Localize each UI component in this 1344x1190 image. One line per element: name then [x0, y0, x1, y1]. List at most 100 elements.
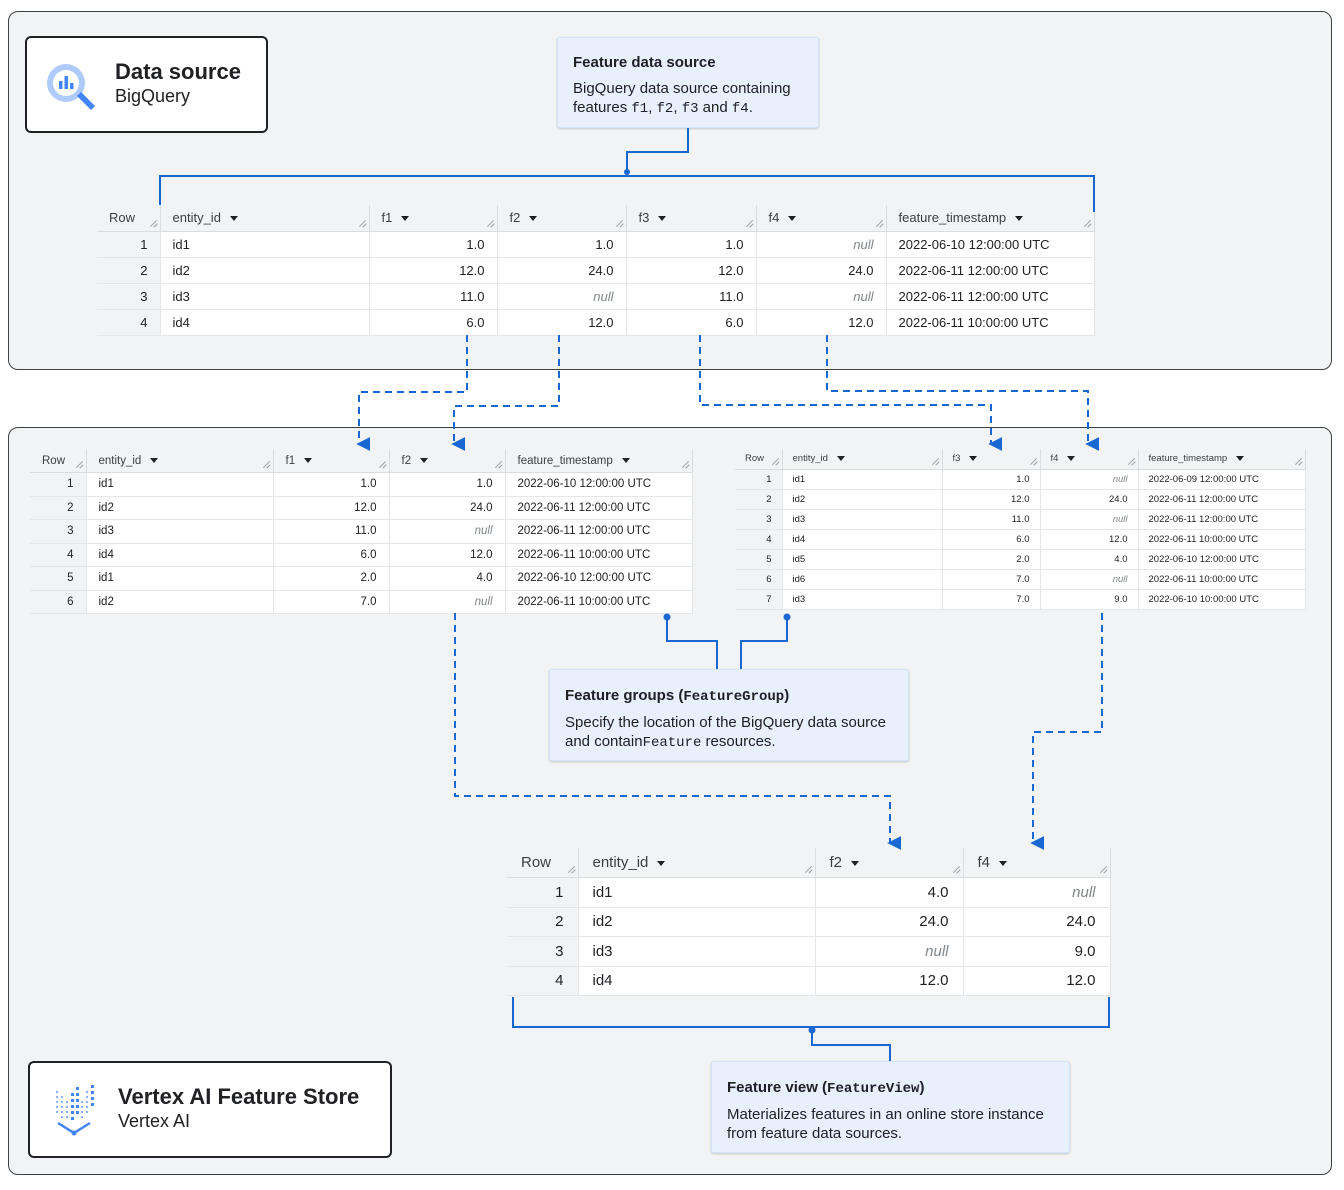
- cell-f2: null: [815, 936, 964, 967]
- sort-caret-icon[interactable]: [229, 216, 238, 222]
- cell-feature-timestamp: 2022-06-11 12:00:00 UTC: [1138, 509, 1306, 530]
- cell-entity-id: id3: [160, 283, 370, 310]
- column-header-feature-timestamp[interactable]: feature_timestamp: [886, 205, 1095, 232]
- sort-caret-icon[interactable]: [529, 216, 538, 222]
- cell-f1: 1.0: [273, 472, 390, 497]
- sort-caret-icon[interactable]: [969, 456, 978, 462]
- column-resize-handle-icon[interactable]: [1029, 458, 1037, 466]
- column-header-f1[interactable]: f1: [369, 205, 498, 232]
- column-resize-handle-icon[interactable]: [262, 461, 270, 469]
- sort-caret-icon[interactable]: [1067, 456, 1076, 462]
- cell-f1: 2.0: [273, 566, 390, 591]
- column-header-entity-id[interactable]: entity_id: [160, 205, 370, 232]
- column-resize-handle-icon[interactable]: [745, 220, 753, 228]
- column-header-f4[interactable]: f4: [963, 848, 1111, 878]
- cell-feature-timestamp: 2022-06-11 10:00:00 UTC: [886, 309, 1095, 336]
- column-header-f3[interactable]: f3: [626, 205, 757, 232]
- cell-f2: 24.0: [497, 257, 627, 284]
- sort-caret-icon[interactable]: [420, 457, 429, 463]
- sort-caret-icon[interactable]: [304, 457, 313, 463]
- column-header-f2[interactable]: f2: [497, 205, 627, 232]
- column-resize-handle-icon[interactable]: [771, 458, 779, 466]
- column-resize-handle-icon[interactable]: [1127, 458, 1135, 466]
- column-resize-handle-icon[interactable]: [494, 461, 502, 469]
- column-resize-handle-icon[interactable]: [486, 220, 494, 228]
- row-number: 3: [30, 519, 87, 544]
- column-resize-handle-icon[interactable]: [567, 866, 575, 874]
- sort-caret-icon[interactable]: [150, 457, 159, 463]
- column-header-f1[interactable]: f1: [273, 449, 390, 473]
- column-resize-handle-icon[interactable]: [149, 220, 157, 228]
- cell-f2: 4.0: [389, 566, 506, 591]
- column-resize-handle-icon[interactable]: [75, 461, 83, 469]
- column-resize-handle-icon[interactable]: [952, 866, 960, 874]
- feature-data-source-note-title: Feature data source: [573, 54, 716, 71]
- row-header: Row: [507, 848, 579, 878]
- cell-entity-id: id2: [86, 590, 274, 614]
- cell-entity-id: id1: [160, 231, 370, 258]
- feature-groups-note-body: Specify the location of the BigQuery dat…: [565, 714, 887, 751]
- column-resize-handle-icon[interactable]: [378, 461, 386, 469]
- column-header-feature-timestamp[interactable]: feature_timestamp: [1138, 449, 1306, 470]
- cell-f4: null: [1040, 569, 1139, 590]
- row-number: 2: [735, 489, 783, 510]
- cell-f2: null: [389, 590, 506, 614]
- sort-caret-icon[interactable]: [621, 457, 630, 463]
- row-header: Row: [735, 449, 783, 470]
- cell-f2: 24.0: [389, 496, 506, 520]
- cell-entity-id: id2: [578, 907, 816, 937]
- column-header-entity-id[interactable]: entity_id: [86, 449, 274, 473]
- column-header-f4[interactable]: f4: [756, 205, 887, 232]
- column-resize-handle-icon[interactable]: [804, 866, 812, 874]
- cell-f3: 1.0: [942, 469, 1041, 490]
- column-resize-handle-icon[interactable]: [615, 220, 623, 228]
- column-header-entity-id[interactable]: entity_id: [578, 848, 816, 878]
- column-header-f3[interactable]: f3: [942, 449, 1041, 470]
- column-resize-handle-icon[interactable]: [1294, 458, 1302, 466]
- cell-feature-timestamp: 2022-06-11 12:00:00 UTC: [505, 519, 693, 544]
- sort-caret-icon[interactable]: [999, 860, 1008, 866]
- cell-f3: 11.0: [626, 283, 757, 310]
- column-header-f2[interactable]: f2: [389, 449, 506, 473]
- column-header-entity-id[interactable]: entity_id: [782, 449, 943, 470]
- cell-f4: 12.0: [1040, 529, 1139, 550]
- column-resize-handle-icon[interactable]: [358, 220, 366, 228]
- column-header-f2[interactable]: f2: [815, 848, 964, 878]
- column-resize-handle-icon[interactable]: [681, 461, 689, 469]
- feature-groups-note-title: Feature groups (FeatureGroup): [565, 687, 790, 705]
- sort-caret-icon[interactable]: [1236, 456, 1245, 462]
- column-header-f4[interactable]: f4: [1040, 449, 1139, 470]
- row-number: 1: [507, 877, 579, 908]
- sort-caret-icon[interactable]: [657, 860, 666, 866]
- sort-caret-icon[interactable]: [788, 216, 797, 222]
- cell-feature-timestamp: 2022-06-11 12:00:00 UTC: [505, 496, 693, 520]
- feature-store-title: Vertex AI Feature Store: [118, 1084, 360, 1109]
- cell-f1: 12.0: [369, 257, 498, 284]
- sort-caret-icon[interactable]: [401, 216, 410, 222]
- cell-f2: 12.0: [389, 543, 506, 567]
- sort-caret-icon[interactable]: [836, 456, 845, 462]
- sort-caret-icon[interactable]: [658, 216, 667, 222]
- cell-f4: null: [1040, 469, 1139, 490]
- cell-f1: 11.0: [369, 283, 498, 310]
- sort-caret-icon[interactable]: [851, 860, 860, 866]
- column-header-feature-timestamp[interactable]: feature_timestamp: [505, 449, 693, 473]
- cell-entity-id: id3: [782, 589, 943, 610]
- sort-caret-icon[interactable]: [1015, 216, 1024, 222]
- column-resize-handle-icon[interactable]: [1099, 866, 1107, 874]
- column-resize-handle-icon[interactable]: [931, 458, 939, 466]
- cell-f4: null: [1040, 509, 1139, 530]
- row-number: 3: [507, 936, 579, 967]
- column-resize-handle-icon[interactable]: [1083, 220, 1091, 228]
- column-resize-handle-icon[interactable]: [875, 220, 883, 228]
- cell-feature-timestamp: 2022-06-11 12:00:00 UTC: [886, 283, 1095, 310]
- cell-f3: 7.0: [942, 589, 1041, 610]
- feature-view-note-title: Feature view (FeatureView): [727, 1079, 925, 1097]
